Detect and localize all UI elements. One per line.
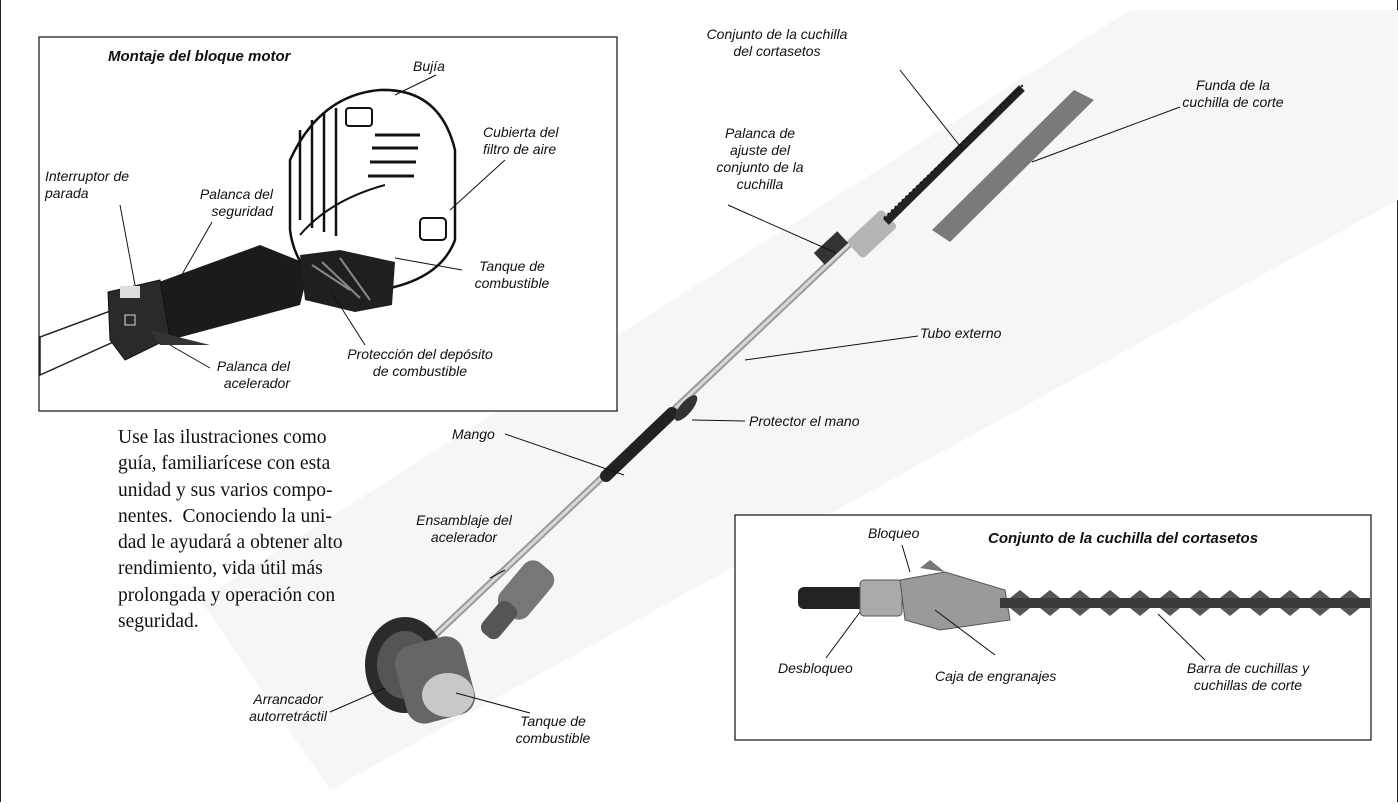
label-safety-lever: Palanca del seguridad [155, 186, 273, 220]
label-hand-guard: Protector el mano [749, 413, 860, 430]
label-throttle-lever: Palanca del acelerador [183, 358, 290, 392]
label-adjust-lever: Palanca de ajuste del conjunto de la cuc… [705, 125, 815, 193]
blade-inset-title: Conjunto de la cuchilla del cortasetos [988, 530, 1258, 547]
engine-inset-title: Montaje del bloque motor [108, 48, 291, 65]
label-blade-assembly: Conjunto de la cuchilla del cortasetos [682, 26, 872, 60]
label-fuel-tank-inset: Tanque de combustible [462, 258, 562, 292]
label-lock: Bloqueo [868, 525, 919, 542]
label-throttle-assembly: Ensamblaje del acelerador [406, 512, 522, 546]
label-stop-switch: Interruptor de parada [45, 168, 129, 202]
label-starter: Arrancador autorretráctil [233, 691, 343, 725]
label-handle: Mango [452, 426, 495, 443]
label-outer-tube: Tubo externo [920, 325, 1001, 342]
label-air-filter-cover: Cubierta del filtro de aire [483, 124, 559, 158]
label-fuel-tank-guard: Protección del depósito de combustible [330, 346, 510, 380]
label-bar-blades: Barra de cuchillas y cuchillas de corte [1173, 660, 1323, 694]
blade-inset-box [735, 515, 1371, 740]
intro-paragraph: Use las ilustraciones como guía, familia… [118, 425, 310, 635]
label-blade-sheath: Funda de la cuchilla de corte [1168, 77, 1298, 111]
label-fuel-tank: Tanque de combustible [503, 713, 603, 747]
label-spark-plug: Bujía [413, 58, 445, 75]
label-gearbox: Caja de engranajes [935, 668, 1056, 685]
label-unlock: Desbloqueo [778, 660, 853, 677]
